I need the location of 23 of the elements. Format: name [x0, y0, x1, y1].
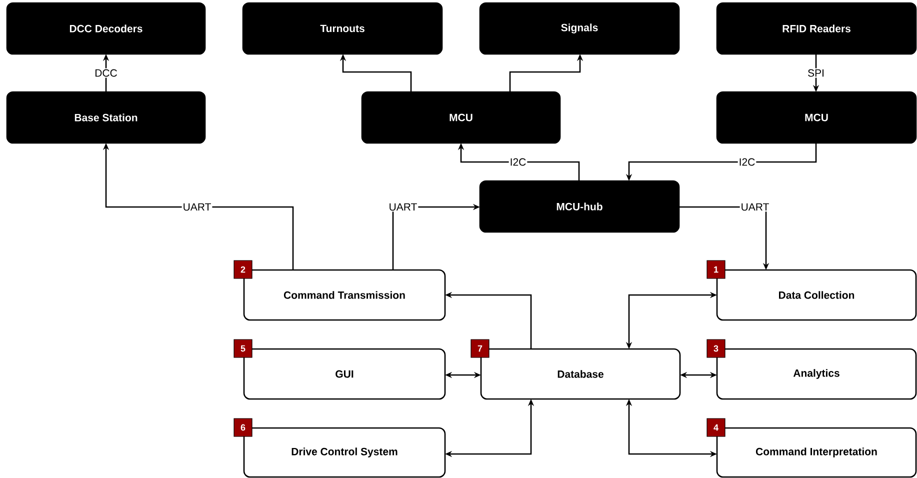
block-box: Signals	[479, 2, 680, 55]
block-box: MCU-hub	[479, 180, 680, 233]
number-badge: 6	[234, 418, 252, 437]
number-badge: 5	[234, 339, 252, 358]
edge-label: I2C	[738, 157, 756, 167]
block-box: MCU	[361, 91, 561, 144]
number-badge: 3	[706, 339, 726, 358]
block-box: MCU	[716, 91, 917, 144]
block-box: Base Station	[6, 91, 206, 144]
number-badge: 2	[234, 260, 252, 279]
process-box: Database	[480, 348, 681, 400]
block-box: RFID Readers	[716, 2, 917, 55]
edge-label: UART	[182, 202, 212, 212]
block-box: Turnouts	[242, 2, 443, 55]
edge-label: SPI	[806, 68, 826, 78]
edge-label: UART	[740, 202, 770, 212]
number-badge: 7	[470, 339, 490, 358]
block-box: DCC Decoders	[6, 2, 206, 55]
number-badge: 4	[706, 418, 726, 437]
edge-label: UART	[388, 202, 418, 212]
edge-label: I2C	[508, 157, 528, 167]
number-badge: 1	[706, 260, 726, 279]
edge-label: DCC	[94, 68, 118, 78]
